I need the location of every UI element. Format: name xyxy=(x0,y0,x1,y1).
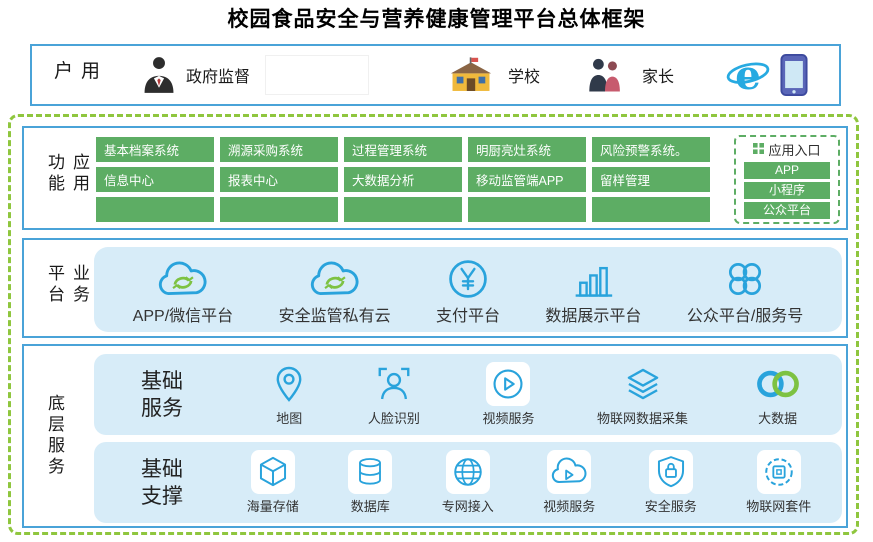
app-module-cell: 风险预警系统。 xyxy=(592,137,710,162)
platform-outline xyxy=(8,114,859,535)
entry-item: APP xyxy=(744,162,830,179)
parents-icon xyxy=(586,56,624,94)
page-title: 校园食品安全与营养健康管理平台总体框架 xyxy=(227,8,646,31)
base-item: 地图 xyxy=(273,362,305,427)
app-module-cell: 大数据分析 xyxy=(344,167,462,192)
app-module-cell: 基本档案系统 xyxy=(96,137,214,162)
app-module-cell: 信息中心 xyxy=(96,167,214,192)
biz-item: APP/微信平台 xyxy=(133,253,233,326)
bar-chart-icon xyxy=(571,253,615,301)
basic-support-panel: 基础支撑 海量存储 xyxy=(94,442,842,523)
base-item: 专网接入 xyxy=(442,450,494,515)
base-item-label: 视频服务 xyxy=(543,499,596,514)
svg-text:e: e xyxy=(735,52,761,98)
person-suit-icon xyxy=(142,55,176,95)
base-item: 物联网套件 xyxy=(746,450,811,515)
iot-data-icon xyxy=(624,362,662,406)
base-item: 物联网数据采集 xyxy=(597,362,688,427)
app-module-cell: 过程管理系统 xyxy=(344,137,462,162)
app-module-cell: 移动监管端APP xyxy=(468,167,586,192)
government-label: 政府监督 xyxy=(186,69,251,86)
base-item: 视频服务 xyxy=(482,362,534,427)
basic-services-panel: 基础服务 地图 xyxy=(94,354,842,435)
app-entry-panel: 应用入口 APP 小程序 公众平台 xyxy=(734,135,840,224)
users-section: 用户 政府监督 学校 xyxy=(30,44,841,106)
clover-icon xyxy=(723,253,767,301)
base-item: 视频服务 xyxy=(543,450,595,515)
video-play-icon xyxy=(486,362,531,406)
base-item-label: 视频服务 xyxy=(482,411,535,426)
base-item-label: 物联网套件 xyxy=(746,499,812,514)
base-item: 数据库 xyxy=(348,450,393,515)
biz-item-label: APP/微信平台 xyxy=(132,308,234,325)
cloud-sync-icon xyxy=(154,253,212,301)
biz-item-label: 公众平台/服务号 xyxy=(686,308,804,325)
business-platform-label: 业务平台 xyxy=(45,264,89,306)
base-item-label: 专网接入 xyxy=(441,499,494,514)
app-functions-grid: 基本档案系统 溯源采购系统 过程管理系统 明厨亮灶系统 风险预警系统。 信息中心… xyxy=(96,137,710,222)
base-item: 海量存储 xyxy=(247,450,299,515)
school-building-icon xyxy=(450,56,492,94)
security-shield-icon xyxy=(648,450,693,494)
basic-services-title: 基础服务 xyxy=(141,369,183,420)
basic-support-title: 基础支撑 xyxy=(141,457,183,508)
cloud-video-icon xyxy=(547,450,592,494)
biz-item: 公众平台/服务号 xyxy=(687,253,803,326)
database-icon xyxy=(348,450,393,494)
base-item-label: 数据库 xyxy=(350,499,390,514)
app-module-cell xyxy=(344,197,462,222)
base-services-section: 底层服务 基础服务 地图 xyxy=(22,344,848,528)
base-item: 人脸识别 xyxy=(368,362,420,427)
app-module-cell: 明厨亮灶系统 xyxy=(468,137,586,162)
users-label: 用户 xyxy=(51,60,99,84)
iot-suite-icon xyxy=(756,450,801,494)
base-item: 安全服务 xyxy=(645,450,697,515)
app-module-cell: 溯源采购系统 xyxy=(220,137,338,162)
base-item-label: 地图 xyxy=(276,411,303,426)
basic-support-items: 海量存储 数据库 xyxy=(222,442,836,523)
biz-item: 支付平台 xyxy=(436,253,500,326)
business-platform-panel: APP/微信平台 安全监管私有云 xyxy=(94,247,842,332)
cloud-sync-icon xyxy=(306,253,364,301)
pay-yuan-icon xyxy=(446,253,490,301)
app-module-cell: 报表中心 xyxy=(220,167,338,192)
base-item-label: 大数据 xyxy=(758,411,798,426)
biz-item-label: 支付平台 xyxy=(436,308,501,325)
app-entry-title-text: 应用入口 xyxy=(768,143,821,158)
network-globe-icon xyxy=(445,450,490,494)
app-module-cell xyxy=(592,197,710,222)
base-item-label: 物联网数据采集 xyxy=(597,411,689,426)
face-recognition-icon xyxy=(375,362,413,406)
big-data-icon xyxy=(751,362,805,406)
base-item-label: 人脸识别 xyxy=(367,411,420,426)
app-module-cell xyxy=(468,197,586,222)
base-services-label: 底层服务 xyxy=(45,394,64,478)
biz-item: 数据展示平台 xyxy=(545,253,641,326)
app-functions-section: 应用功能 基本档案系统 溯源采购系统 过程管理系统 明厨亮灶系统 风险预警系统。… xyxy=(22,126,848,230)
ie-browser-icon: e xyxy=(724,52,772,98)
parents-label: 家长 xyxy=(642,69,675,86)
base-item-label: 海量存储 xyxy=(246,499,299,514)
app-module-cell xyxy=(96,197,214,222)
app-entry-title: 应用入口 xyxy=(736,140,838,159)
base-item-label: 安全服务 xyxy=(644,499,697,514)
tablet-icon xyxy=(780,53,808,97)
grid-bullet-icon xyxy=(753,142,765,157)
app-module-cell xyxy=(220,197,338,222)
basic-services-items: 地图 人脸识别 xyxy=(242,354,836,435)
map-pin-icon xyxy=(273,362,305,406)
base-item: 大数据 xyxy=(751,362,805,427)
biz-item: 安全监管私有云 xyxy=(279,253,391,326)
school-label: 学校 xyxy=(508,69,541,86)
business-platform-section: 业务平台 APP/微信平台 xyxy=(22,238,848,338)
entry-item: 公众平台 xyxy=(744,202,830,219)
app-module-cell: 留样管理 xyxy=(592,167,710,192)
storage-cube-icon xyxy=(250,450,295,494)
blank-placeholder xyxy=(265,55,369,95)
app-functions-label: 应用功能 xyxy=(45,153,89,195)
biz-item-label: 安全监管私有云 xyxy=(278,308,391,325)
entry-item: 小程序 xyxy=(744,182,830,199)
biz-item-label: 数据展示平台 xyxy=(545,308,642,325)
